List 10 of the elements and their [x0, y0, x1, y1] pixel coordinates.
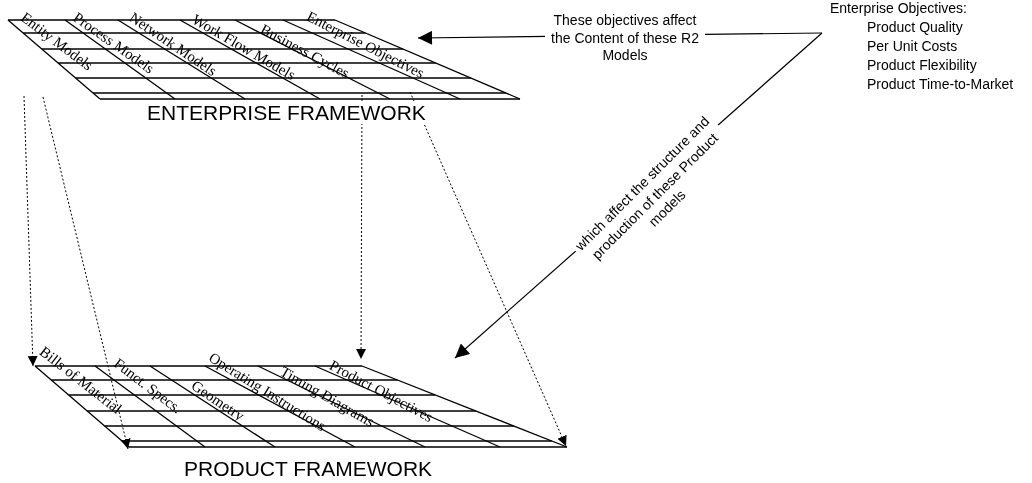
framework-grid — [5, 8, 523, 126]
list-heading: Enterprise Objectives: — [830, 0, 967, 17]
dotted-arrow — [42, 96, 131, 450]
list-item: Product Time-to-Market — [867, 76, 1014, 93]
list-item: Product Quality — [867, 19, 963, 36]
list-item: Per Unit Costs — [867, 38, 958, 55]
list-item: Product Flexibility — [867, 57, 977, 74]
framework-title: ENTERPRISE FRAMEWORK — [147, 101, 426, 125]
dotted-arrow — [23, 95, 38, 367]
dotted-arrow — [356, 94, 367, 360]
